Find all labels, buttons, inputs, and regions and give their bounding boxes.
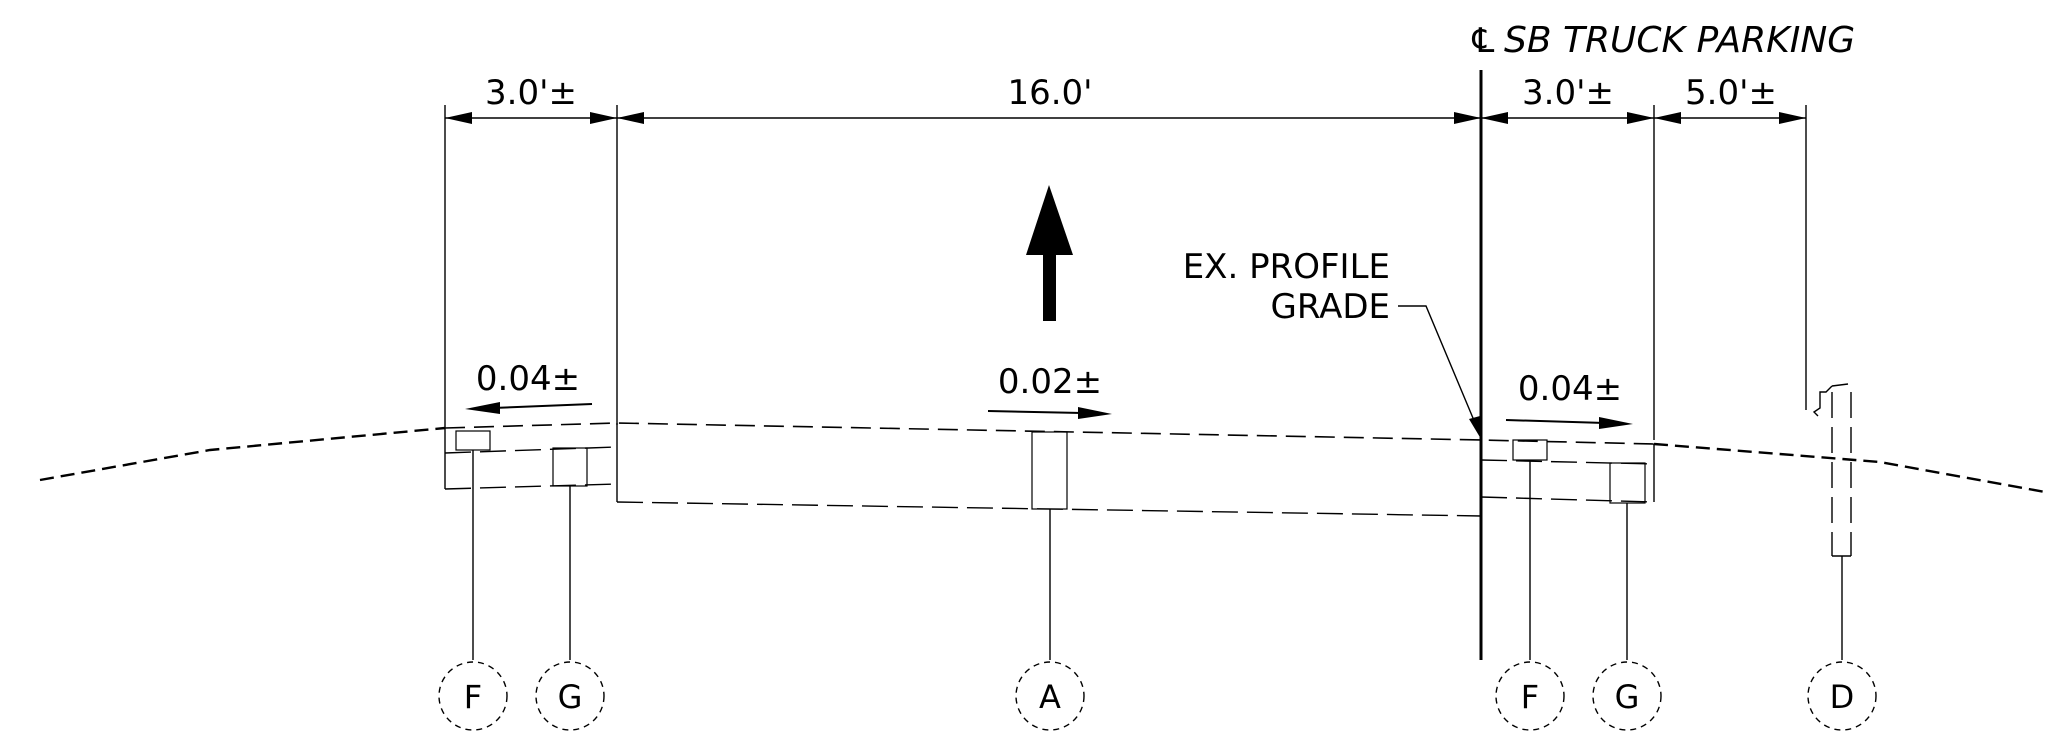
profile-grade-note: EX. PROFILE GRADE xyxy=(1183,247,1481,439)
block-g-right xyxy=(1609,462,1646,504)
dim-left-shoulder: 3.0'± xyxy=(485,73,577,113)
traffic-direction-arrow xyxy=(1026,185,1073,321)
callout-g-left: G xyxy=(558,678,583,716)
slope-indicators: 0.04± 0.02± 0.04± xyxy=(465,359,1633,429)
callout-g-right: G xyxy=(1615,678,1640,716)
dim-right-offset: 5.0'± xyxy=(1685,73,1777,113)
dimension-labels: 3.0'± 16.0' 3.0'± 5.0'± xyxy=(485,73,1777,113)
centerline-symbol: ℄ xyxy=(1468,21,1498,61)
dim-lane-width: 16.0' xyxy=(1007,73,1092,113)
block-g-left xyxy=(552,447,588,487)
slope-left: 0.04± xyxy=(476,359,580,399)
block-f-left xyxy=(455,430,491,451)
slope-right: 0.04± xyxy=(1518,369,1622,409)
drawing-title: SB TRUCK PARKING xyxy=(1504,20,1855,61)
callout-bubbles: F G A F G D xyxy=(438,661,1877,731)
dimension-lines xyxy=(444,70,1807,660)
material-blocks xyxy=(455,430,1646,510)
block-f-right xyxy=(1512,439,1548,461)
note-line-2: GRADE xyxy=(1270,287,1390,327)
note-line-1: EX. PROFILE xyxy=(1183,247,1390,287)
callout-leaders xyxy=(472,450,1843,660)
callout-f-right: F xyxy=(1521,678,1539,716)
dim-right-shoulder: 3.0'± xyxy=(1522,73,1614,113)
callout-d: D xyxy=(1830,678,1855,716)
pavement-section xyxy=(444,422,1655,517)
slope-center: 0.02± xyxy=(998,362,1102,402)
callout-f-left: F xyxy=(464,678,482,716)
callout-a: A xyxy=(1039,678,1061,716)
block-a-center xyxy=(1031,431,1068,510)
existing-ground-line xyxy=(39,426,446,482)
post-d xyxy=(1812,383,1852,557)
title-block: ℄ SB TRUCK PARKING xyxy=(1468,20,1855,61)
